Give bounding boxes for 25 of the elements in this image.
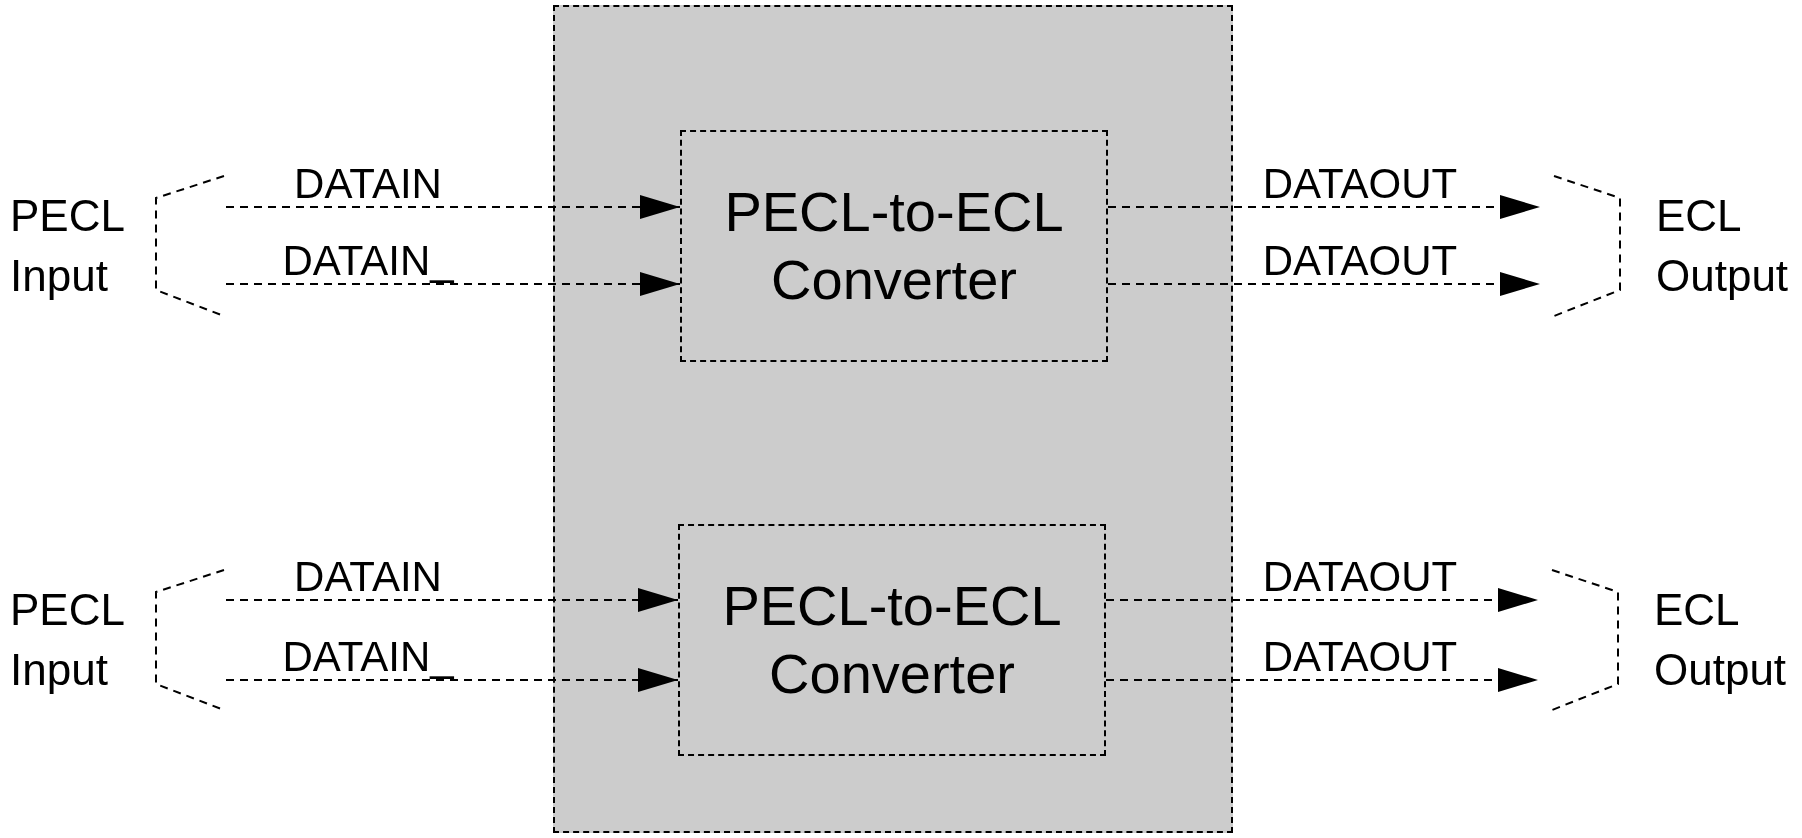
edge-label: DATAIN_ (282, 634, 454, 680)
input-label: PECL Input (10, 190, 125, 302)
arrow (225, 668, 679, 692)
arrow (1107, 272, 1541, 296)
arrow (1105, 668, 1539, 692)
edge-label: DATAOUT (1262, 634, 1458, 680)
converter-label: PECL-to-ECL Converter (723, 179, 1065, 313)
arrow (1105, 588, 1539, 612)
input-label: PECL Input (10, 584, 125, 696)
arrow (225, 588, 679, 612)
edge-label: DATAOUT (1262, 554, 1458, 600)
shaded-block (553, 5, 1233, 833)
arrow (225, 272, 681, 296)
edge-label: DATAIN (294, 554, 442, 600)
output-label: ECL Output (1654, 584, 1788, 696)
edge-label: DATAOUT (1262, 161, 1458, 207)
edge-label: DATAIN (294, 161, 442, 207)
output-label: ECL Output (1656, 190, 1790, 302)
edge-label: DATAIN_ (282, 238, 454, 284)
converter-label: PECL-to-ECL Converter (721, 573, 1063, 707)
arrow (1107, 195, 1541, 219)
converter-box (680, 130, 1108, 362)
converter-box (678, 524, 1106, 756)
arrow (225, 195, 681, 219)
edge-label: DATAOUT (1262, 238, 1458, 284)
